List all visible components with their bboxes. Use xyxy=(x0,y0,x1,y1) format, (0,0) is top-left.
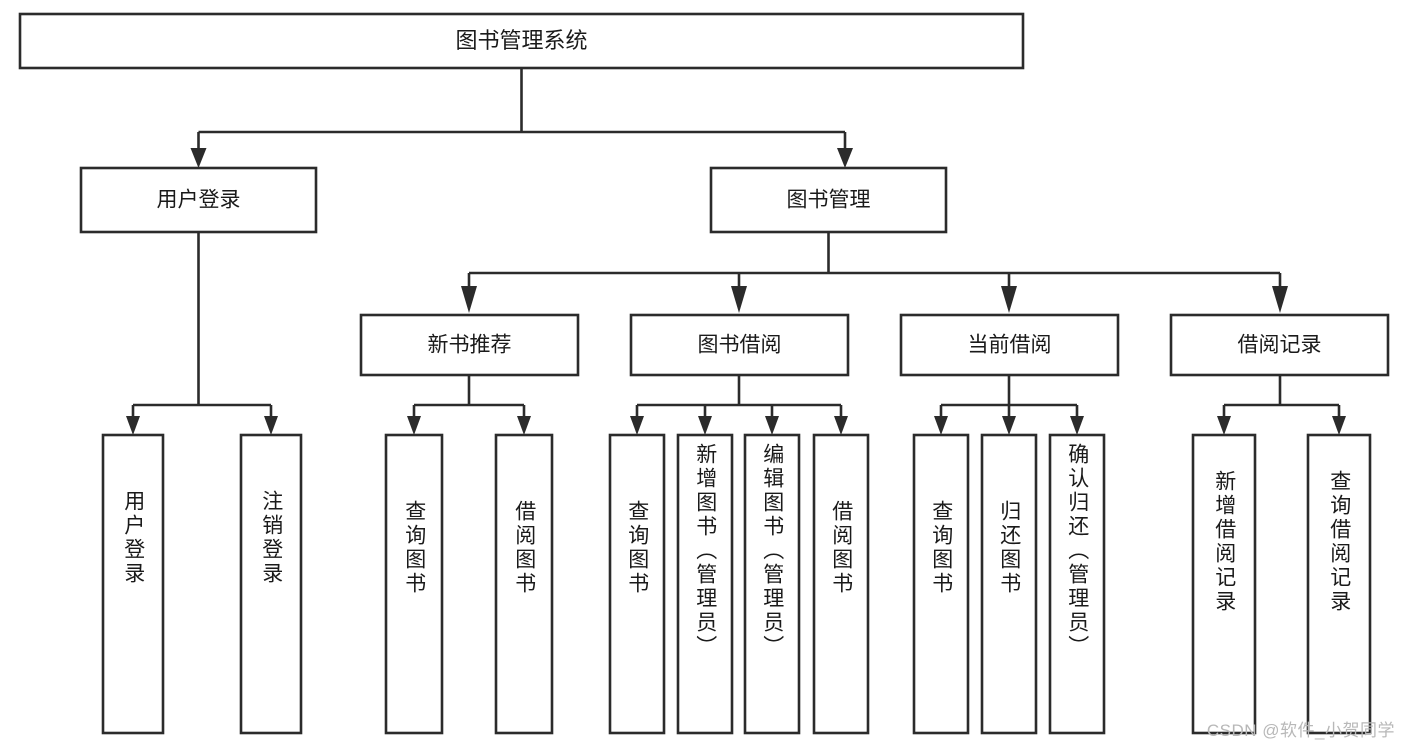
node-box-root[interactable] xyxy=(18,12,1025,70)
node-box-leaf-current-2[interactable] xyxy=(980,433,1038,735)
arrow-head-currentborrow-leaf3 xyxy=(1070,416,1084,435)
arrow-head-bookborrow-leaf4 xyxy=(834,416,848,435)
arrow-head-borrowrecord-leaf1 xyxy=(1217,416,1231,435)
node-box-leaf-new-book-1[interactable] xyxy=(384,433,444,735)
node-box-leaf-current-3[interactable] xyxy=(1048,433,1106,735)
node-label-book-manage: 图书管理 xyxy=(787,189,871,212)
node-label-user-login: 用户登录 xyxy=(157,189,241,212)
node-label-borrow-record: 借阅记录 xyxy=(1238,334,1322,357)
node-box-leaf-user-login-2[interactable] xyxy=(239,433,303,735)
arrow-head-currentborrow-leaf2 xyxy=(1002,416,1016,435)
arrow-head-userlogin-leaf1 xyxy=(126,416,140,435)
node-label-root: 图书管理系统 xyxy=(455,28,587,53)
arrow-head-borrowrecord-leaf2 xyxy=(1332,416,1346,435)
arrow-head-bookborrow-leaf3 xyxy=(765,416,779,435)
node-box-leaf-borrow-1[interactable] xyxy=(608,433,666,735)
node-box-leaf-record-2[interactable] xyxy=(1306,433,1372,735)
node-box-leaf-borrow-4[interactable] xyxy=(812,433,870,735)
node-label-book-borrow: 图书借阅 xyxy=(698,334,782,357)
node-box-book-manage[interactable] xyxy=(709,166,948,234)
node-box-current-borrow[interactable] xyxy=(899,313,1120,377)
arrow-head-bookborrow-leaf1 xyxy=(630,416,644,435)
arrow-head-user-login xyxy=(190,148,207,168)
node-box-borrow-record[interactable] xyxy=(1169,313,1390,377)
node-layer: 图书管理系统 用户登录 图书管理 新书推荐 图书借阅 当前借阅 借阅记录 xyxy=(18,12,1390,735)
arrow-head-current-borrow xyxy=(1001,286,1017,313)
node-label-new-book-rec: 新书推荐 xyxy=(428,334,512,357)
arrow-head-new-book-rec xyxy=(461,286,477,313)
arrow-head-borrow-record xyxy=(1272,286,1288,313)
arrow-head-book-borrow xyxy=(731,286,747,313)
node-box-leaf-borrow-2[interactable] xyxy=(676,433,734,735)
connector-layer xyxy=(126,68,1346,435)
csdn-watermark: CSDN @软件_小贺同学 xyxy=(1206,721,1395,740)
arrow-head-book-manage xyxy=(837,148,853,168)
node-box-book-borrow[interactable] xyxy=(629,313,850,377)
node-label-current-borrow: 当前借阅 xyxy=(968,334,1052,357)
arrow-head-newbook-leaf1 xyxy=(407,416,421,435)
node-box-new-book-rec[interactable] xyxy=(359,313,580,377)
node-box-leaf-borrow-3[interactable] xyxy=(743,433,801,735)
node-box-leaf-new-book-2[interactable] xyxy=(494,433,554,735)
arrow-head-bookborrow-leaf2 xyxy=(698,416,712,435)
arrow-head-newbook-leaf2 xyxy=(517,416,531,435)
arrow-head-currentborrow-leaf1 xyxy=(934,416,948,435)
node-box-user-login[interactable] xyxy=(79,166,318,234)
node-box-leaf-record-1[interactable] xyxy=(1191,433,1257,735)
node-box-leaf-current-1[interactable] xyxy=(912,433,970,735)
arrow-head-userlogin-leaf2 xyxy=(264,416,278,435)
node-box-leaf-user-login-1[interactable] xyxy=(101,433,165,735)
